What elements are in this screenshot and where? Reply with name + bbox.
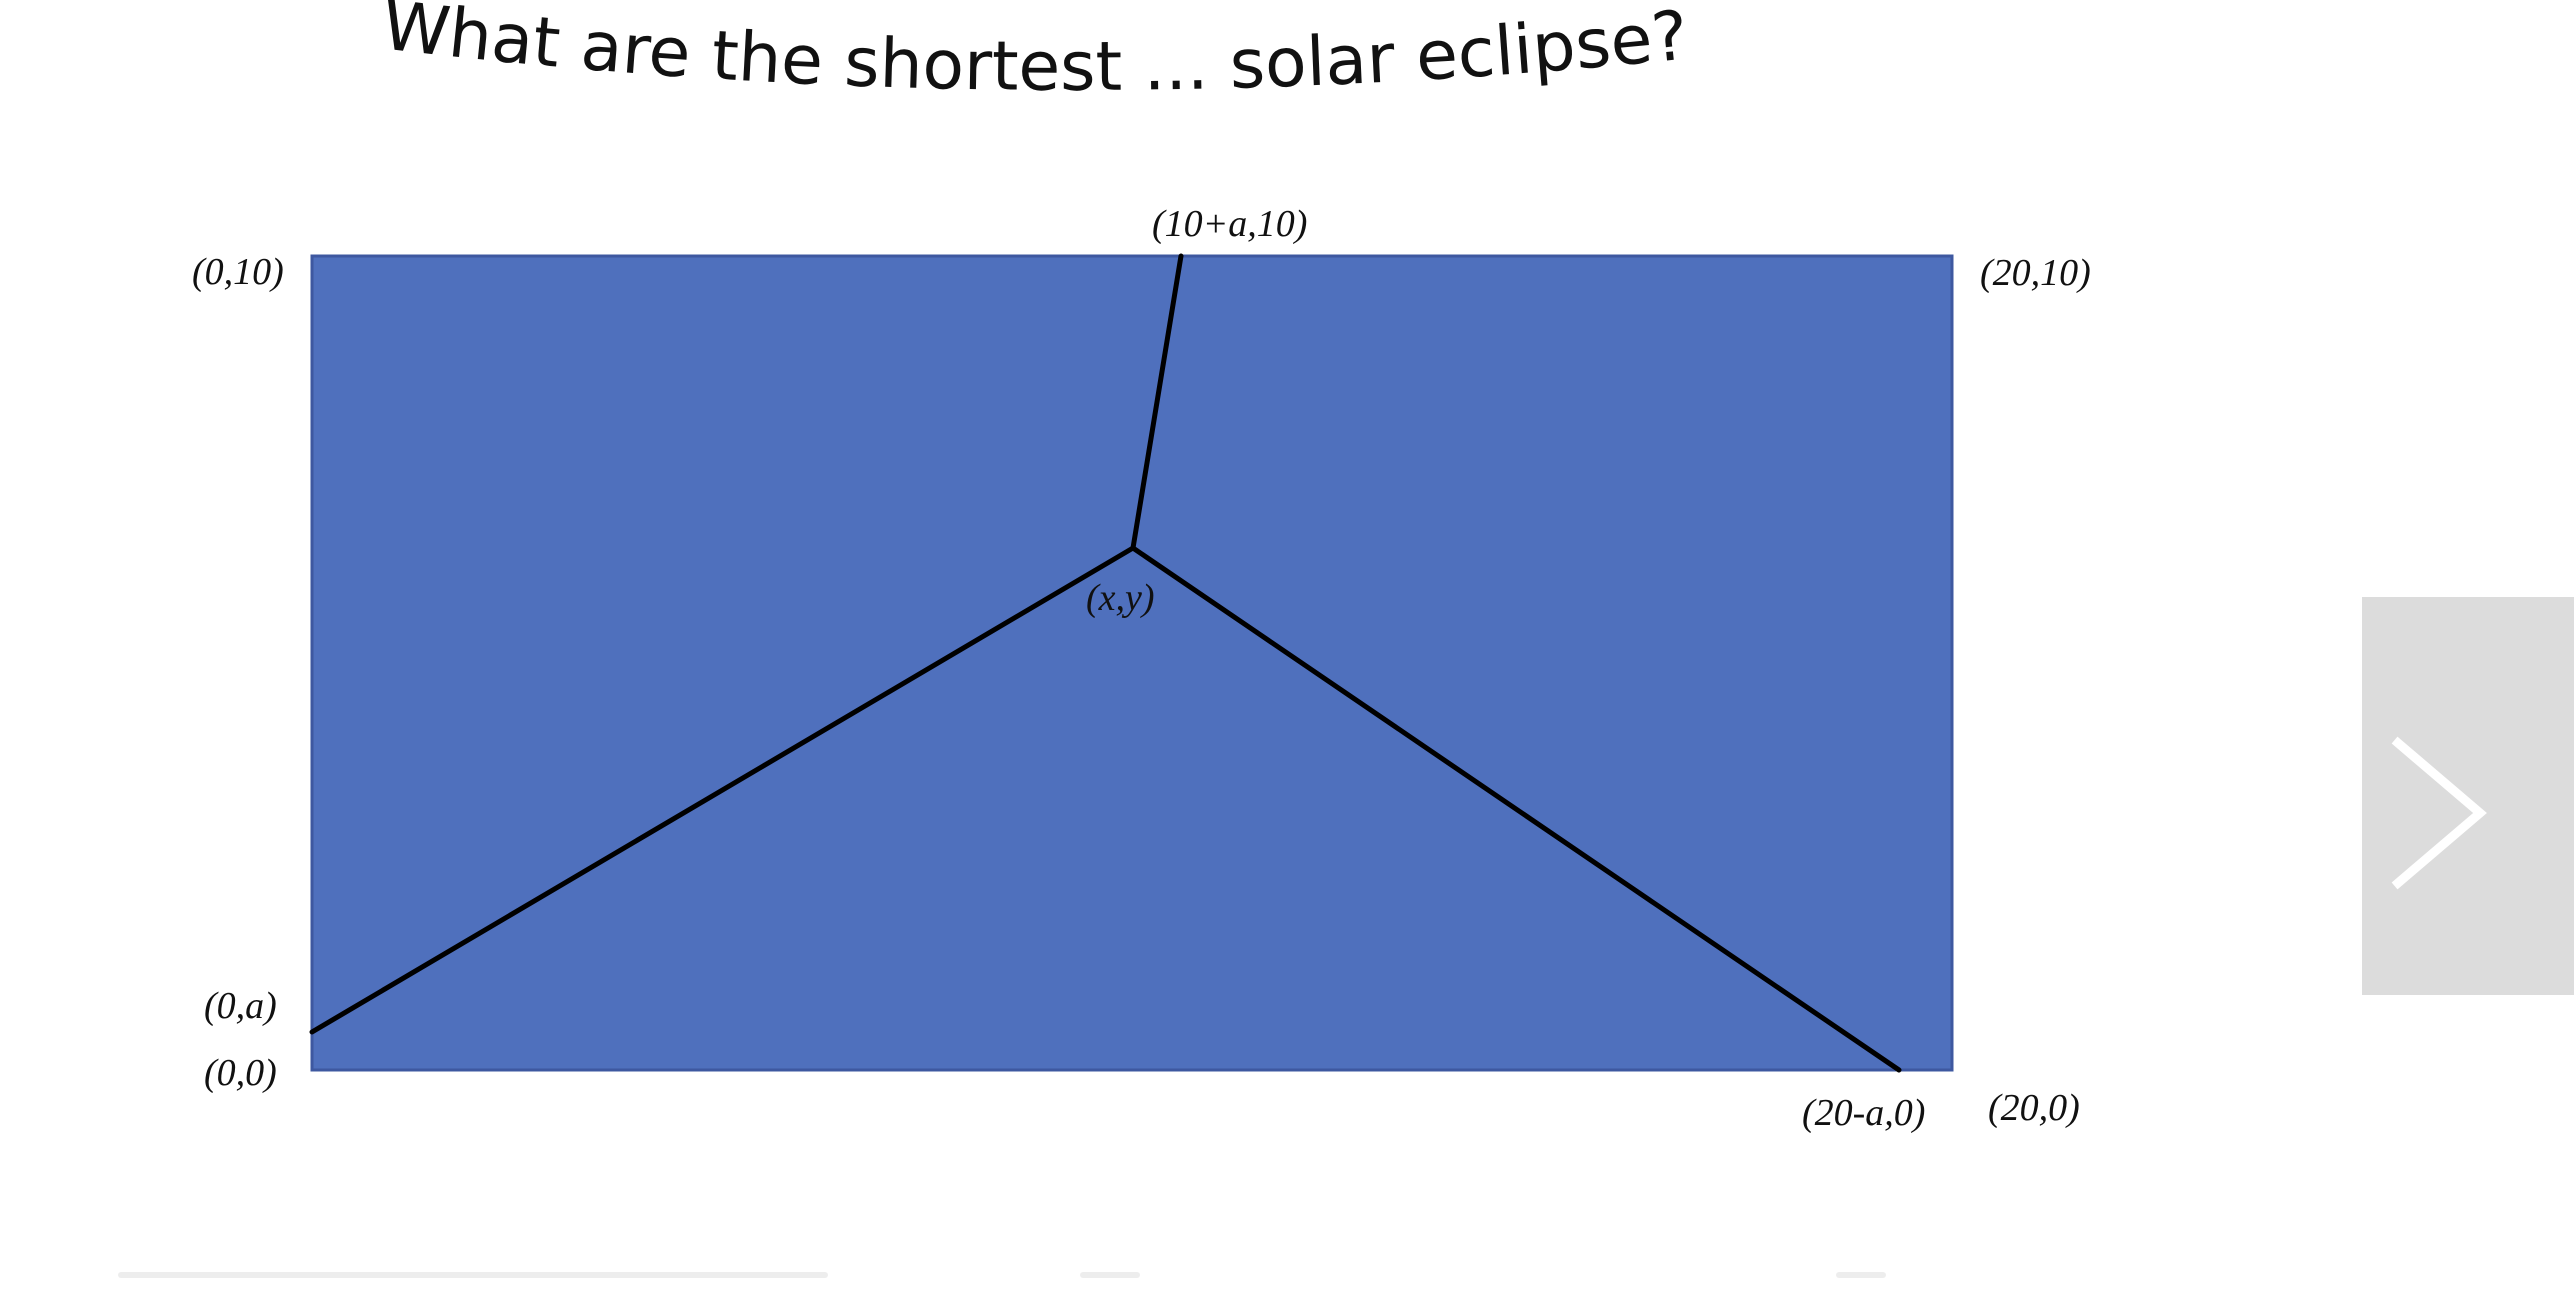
label-top-junction: (10+a,10) xyxy=(1152,203,1307,245)
label-top-left: (0,10) xyxy=(192,251,284,293)
label-top-right: (20,10) xyxy=(1980,252,2091,294)
line-to-bottom xyxy=(1130,545,1902,1073)
label-bottom-junction: (20-a,0) xyxy=(1802,1092,1925,1134)
background-remnant xyxy=(1836,1272,1886,1278)
chevron-right-icon xyxy=(2391,736,2487,890)
line-to-top xyxy=(1130,253,1184,551)
next-slide-button[interactable] xyxy=(2362,597,2574,995)
label-left-junction: (0,a) xyxy=(204,985,277,1027)
blue-rectangle xyxy=(310,254,1954,1072)
background-remnant xyxy=(1080,1272,1140,1278)
heading-arc-text: What are the shortest ... solar eclipse? xyxy=(378,0,1692,95)
label-bottom-left: (0,0) xyxy=(204,1052,277,1094)
line-to-left xyxy=(309,545,1136,1035)
background-remnant xyxy=(118,1272,828,1278)
label-center-point: (x,y) xyxy=(1086,577,1155,619)
label-bottom-right: (20,0) xyxy=(1988,1087,2080,1129)
background-heading: What are the shortest ... solar eclipse? xyxy=(360,0,1920,95)
